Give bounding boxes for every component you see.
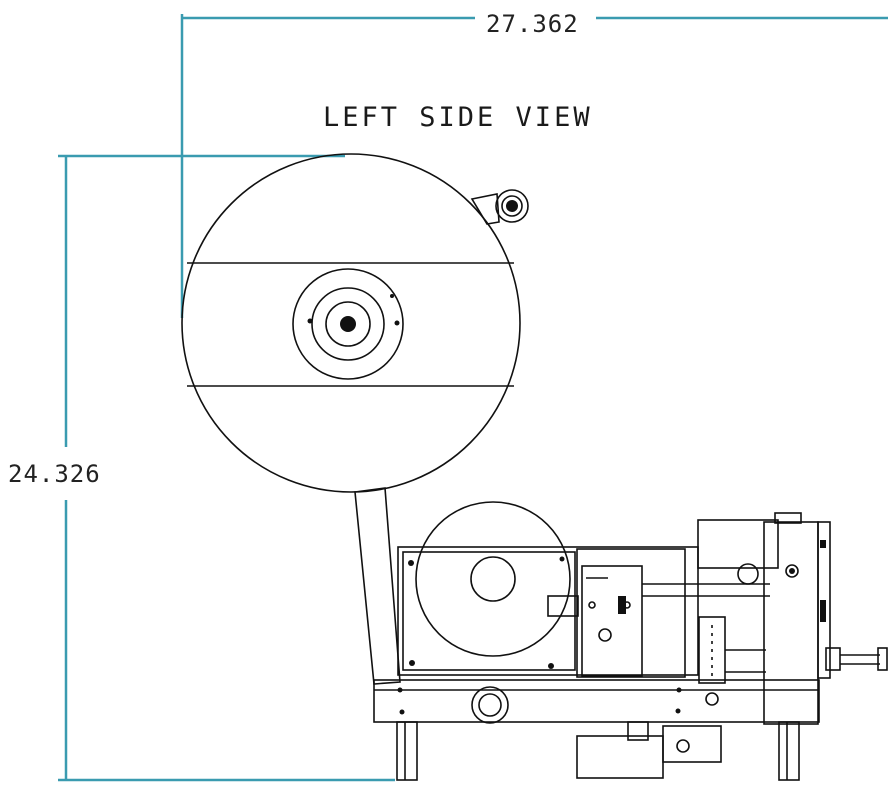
idler-roller-inner [501, 195, 523, 217]
idler-roller-center [506, 200, 518, 212]
hub-outer-ring [292, 268, 404, 380]
roll-support-post [354, 487, 401, 685]
rewind-roll-core [470, 556, 516, 602]
drive-bracket [581, 565, 643, 677]
head-column-cap [774, 512, 802, 524]
gearbox-shaft [676, 739, 690, 753]
drive-tab [547, 595, 579, 617]
dimension-lines [58, 14, 888, 782]
side-guide-mark-2 [820, 600, 826, 622]
plate-bolt-4 [559, 556, 565, 562]
plate-bolt-3 [548, 663, 554, 669]
hub-screw-right [394, 320, 400, 326]
hub-screw-left [307, 318, 313, 324]
rod-housing [825, 647, 841, 671]
width-dimension-label: 27.362 [486, 10, 579, 38]
gearbox [662, 725, 722, 763]
rewind-roll-disc [415, 501, 571, 657]
head-knob-center [789, 568, 795, 574]
drive-latch [618, 596, 626, 614]
head-knob [785, 564, 799, 578]
drive-block [576, 548, 686, 678]
base-bolt-2 [399, 709, 405, 715]
base-bolt-4 [675, 708, 681, 714]
height-dimension-label: 24.326 [8, 460, 101, 488]
drive-bolt [623, 601, 631, 609]
motor-body [576, 735, 664, 779]
plate-bolt-1 [408, 560, 414, 566]
idler-arm [470, 193, 500, 225]
idler-roller [470, 189, 529, 225]
head-column [763, 521, 819, 725]
rewind-roll [415, 501, 571, 657]
drive-pulley [598, 628, 612, 642]
hub-middle-ring [311, 287, 385, 361]
top-housing [697, 519, 779, 569]
base-knob-inner [478, 693, 502, 717]
leg-left [396, 721, 418, 781]
drive-screw [588, 601, 596, 609]
base-beam [373, 679, 820, 723]
side-guide-mark-1 [820, 540, 826, 548]
plate-bolt-2 [409, 660, 415, 666]
hub-inner-ring [325, 301, 371, 347]
hub-screw-top [390, 294, 394, 298]
hub-center-pin [340, 316, 356, 332]
motor-mount [627, 721, 649, 741]
view-title: LEFT SIDE VIEW [323, 102, 593, 133]
pneumatic-fitting [705, 692, 719, 706]
supply-roll-disc [181, 153, 521, 493]
side-plate [397, 546, 699, 676]
leg-right [778, 721, 800, 781]
side-guide [817, 521, 831, 679]
chassis [373, 546, 820, 781]
support-post-outline [354, 487, 401, 685]
idler-roller-outer [495, 189, 529, 223]
sensor-roller [737, 563, 759, 585]
base-knob-outer [471, 686, 509, 724]
base-bolt-1 [397, 687, 403, 693]
applicator-head [697, 512, 888, 725]
supply-roll [181, 153, 521, 493]
side-plate-inner [402, 551, 576, 671]
piston-rod-end [877, 647, 888, 671]
base-bolt-3 [676, 687, 682, 693]
